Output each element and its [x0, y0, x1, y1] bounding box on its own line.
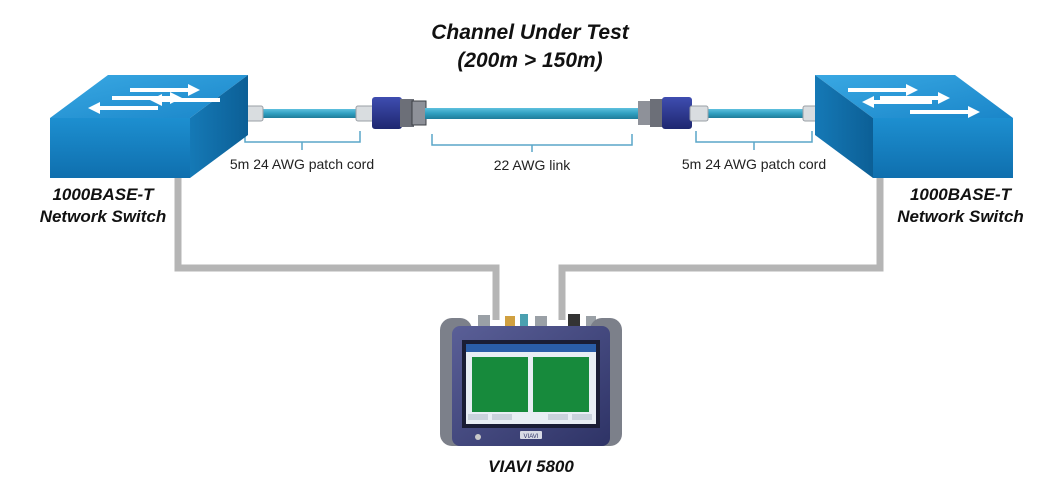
left-patch-cord-label: 5m 24 AWG patch cord — [229, 156, 375, 172]
diagram-title-line1: Channel Under Test — [431, 21, 629, 44]
rj45-plug-left-link — [355, 105, 375, 122]
test-lead-left — [174, 170, 500, 320]
right-patch-cord-label: 5m 24 AWG patch cord — [681, 156, 827, 172]
left-switch-label-line1: 1000BASE-T — [52, 185, 154, 204]
bracket-link — [431, 134, 633, 152]
left-switch-label: 1000BASE-T Network Switch — [28, 184, 178, 228]
right-switch-label-line1: 1000BASE-T — [909, 185, 1012, 204]
link-cable — [425, 108, 639, 119]
bracket-right-patch — [695, 131, 813, 150]
viavi-5800-tester-icon — [440, 314, 622, 446]
diagram-title-line2: (200m > 150m) — [457, 49, 603, 72]
switch-arrows-icon-right — [848, 84, 980, 118]
left-switch-label-line2: Network Switch — [39, 207, 167, 226]
link-label: 22 AWG link — [493, 157, 571, 173]
tester-brand-badge: VIAVI — [524, 434, 539, 440]
test-lead-right — [558, 172, 884, 320]
switch-icon-right — [815, 75, 1013, 178]
rj45-connector-left — [372, 97, 427, 129]
right-patch-cord — [689, 105, 826, 122]
left-patch-cord — [240, 105, 375, 122]
rj45-connector-right — [638, 97, 692, 129]
right-switch-label-line2: Network Switch — [897, 207, 1024, 226]
switch-icon-left — [50, 75, 248, 178]
bracket-left-patch — [244, 131, 361, 150]
switch-arrows-icon-left — [88, 84, 220, 114]
tester-label: VIAVI 5800 — [488, 457, 574, 476]
rj45-plug-right-link — [689, 105, 709, 122]
right-switch-label: 1000BASE-T Network Switch — [883, 184, 1038, 228]
